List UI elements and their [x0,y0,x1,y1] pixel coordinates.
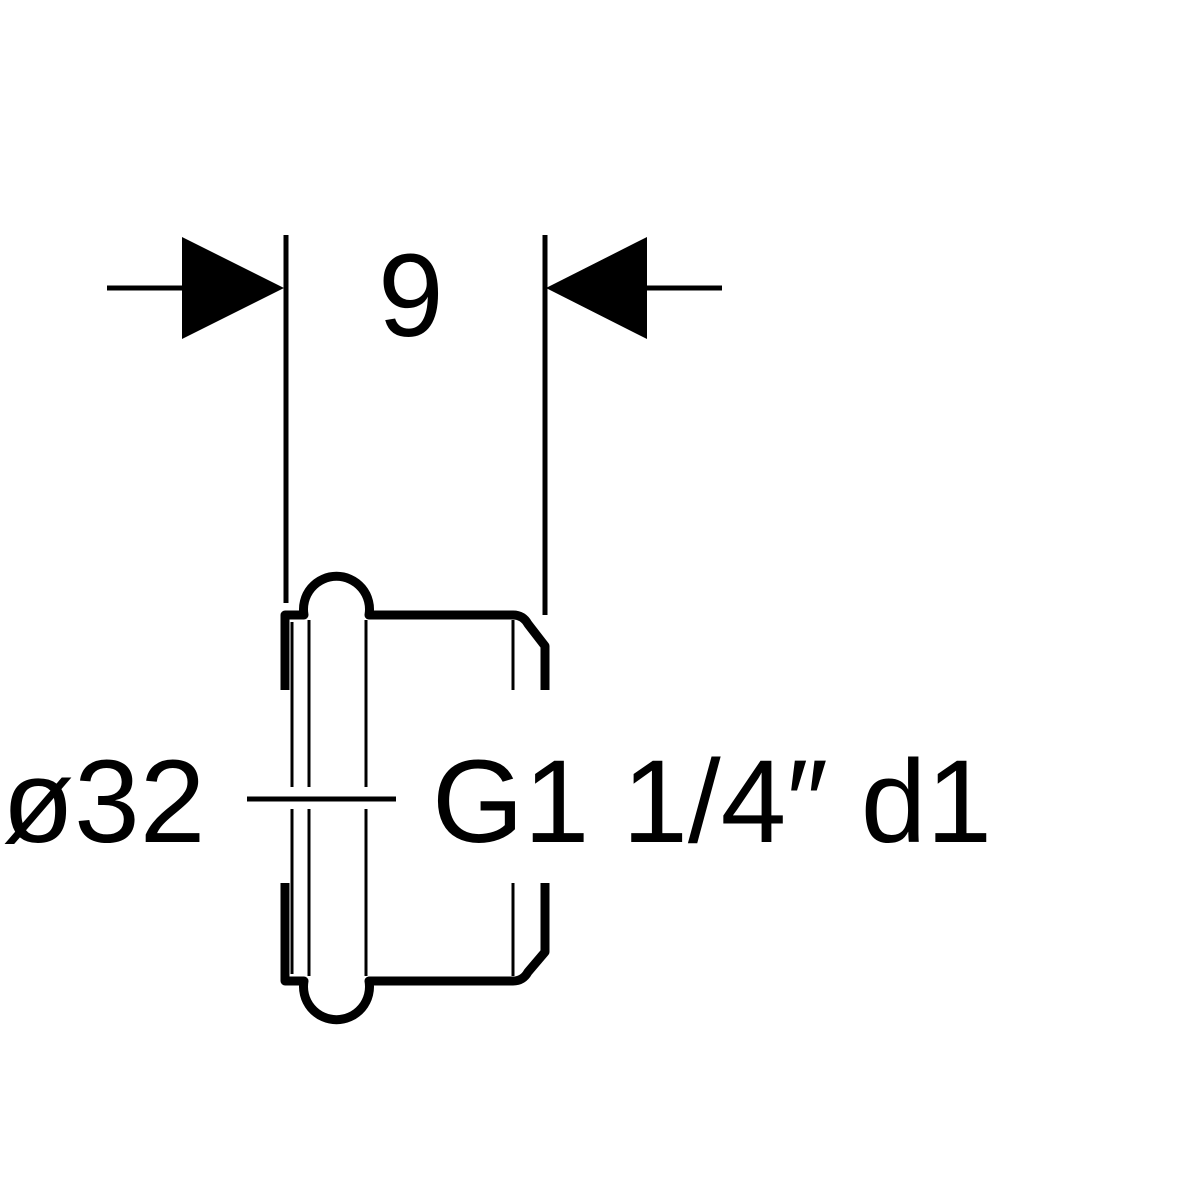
arrow-head-left [182,237,284,339]
dimension-value: 9 [378,230,444,362]
fitting-outline-top [280,571,550,690]
outer-diameter-label: ø32 [2,736,206,868]
fitting-outline-bottom [280,883,550,1025]
arrow-head-right [546,237,647,339]
thread-label: G1 1/4″ d1 [432,736,993,868]
